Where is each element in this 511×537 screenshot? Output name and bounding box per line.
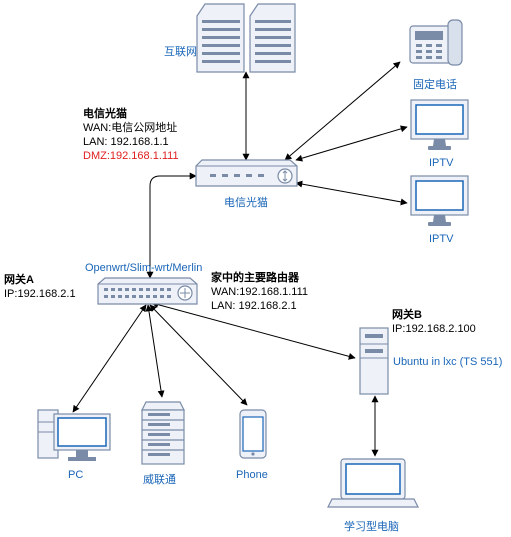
iptv-monitor-icon[interactable] (410, 99, 469, 150)
landline-phone-label: 固定电话 (413, 77, 457, 91)
weiliantong-label: 威联通 (143, 473, 176, 486)
internet-icon[interactable] (196, 3, 296, 73)
modem-label: 电信光猫 (224, 195, 268, 209)
modem-info-wan: WAN:电信公网地址 (83, 120, 177, 134)
link-router-ubuntu (151, 301, 356, 360)
router-icon[interactable] (97, 277, 198, 305)
link-modem-landline (284, 61, 401, 161)
modem-icon[interactable] (195, 159, 298, 187)
link-router-phone (149, 304, 248, 406)
router-info-title: 家中的主要路由器 (211, 270, 300, 284)
link-modem-router (146, 172, 197, 279)
connectors (72, 61, 408, 457)
iptv-monitor-icon-2[interactable] (410, 175, 469, 226)
router-info-lan: LAN: 192.168.2.1 (211, 300, 297, 312)
laptop-label: 学习型电脑 (344, 519, 399, 533)
nas-server-icon[interactable] (141, 401, 185, 465)
iptv-label: IPTV (429, 157, 454, 169)
link-router-weiliantong (145, 304, 165, 398)
link-router-pc (72, 304, 147, 413)
landline-phone-icon[interactable] (409, 19, 463, 66)
ubuntu-server-icon[interactable] (359, 327, 389, 395)
router-info-wan: WAN:192.168.1.111 (211, 286, 308, 298)
router-label: Openwrt/Slim-wrt/Merlin (85, 262, 202, 274)
ubuntu-label: Ubuntu in lxc (TS 551) (393, 356, 502, 368)
gateway-a-title: 网关A (4, 272, 34, 286)
internet-label: 互联网 (164, 45, 197, 58)
modem-info-dmz: DMZ:192.168.1.111 (83, 150, 179, 162)
gateway-b-title: 网关B (392, 307, 422, 321)
pc-label: PC (68, 469, 83, 481)
gateway-a-ip: IP:192.168.2.1 (4, 288, 76, 300)
phone-label: Phone (236, 469, 268, 481)
laptop-icon[interactable] (327, 458, 419, 508)
pc-icon[interactable] (37, 409, 111, 461)
phone-icon[interactable] (239, 409, 267, 459)
link-modem-iptv2 (295, 180, 408, 206)
modem-info-lan: LAN: 192.168.1.1 (83, 136, 169, 148)
iptv-label-2: IPTV (429, 233, 454, 245)
gateway-b-ip: IP:192.168.2.100 (392, 323, 476, 335)
modem-info-title: 电信光猫 (83, 106, 127, 120)
link-modem-iptv1 (295, 125, 408, 162)
